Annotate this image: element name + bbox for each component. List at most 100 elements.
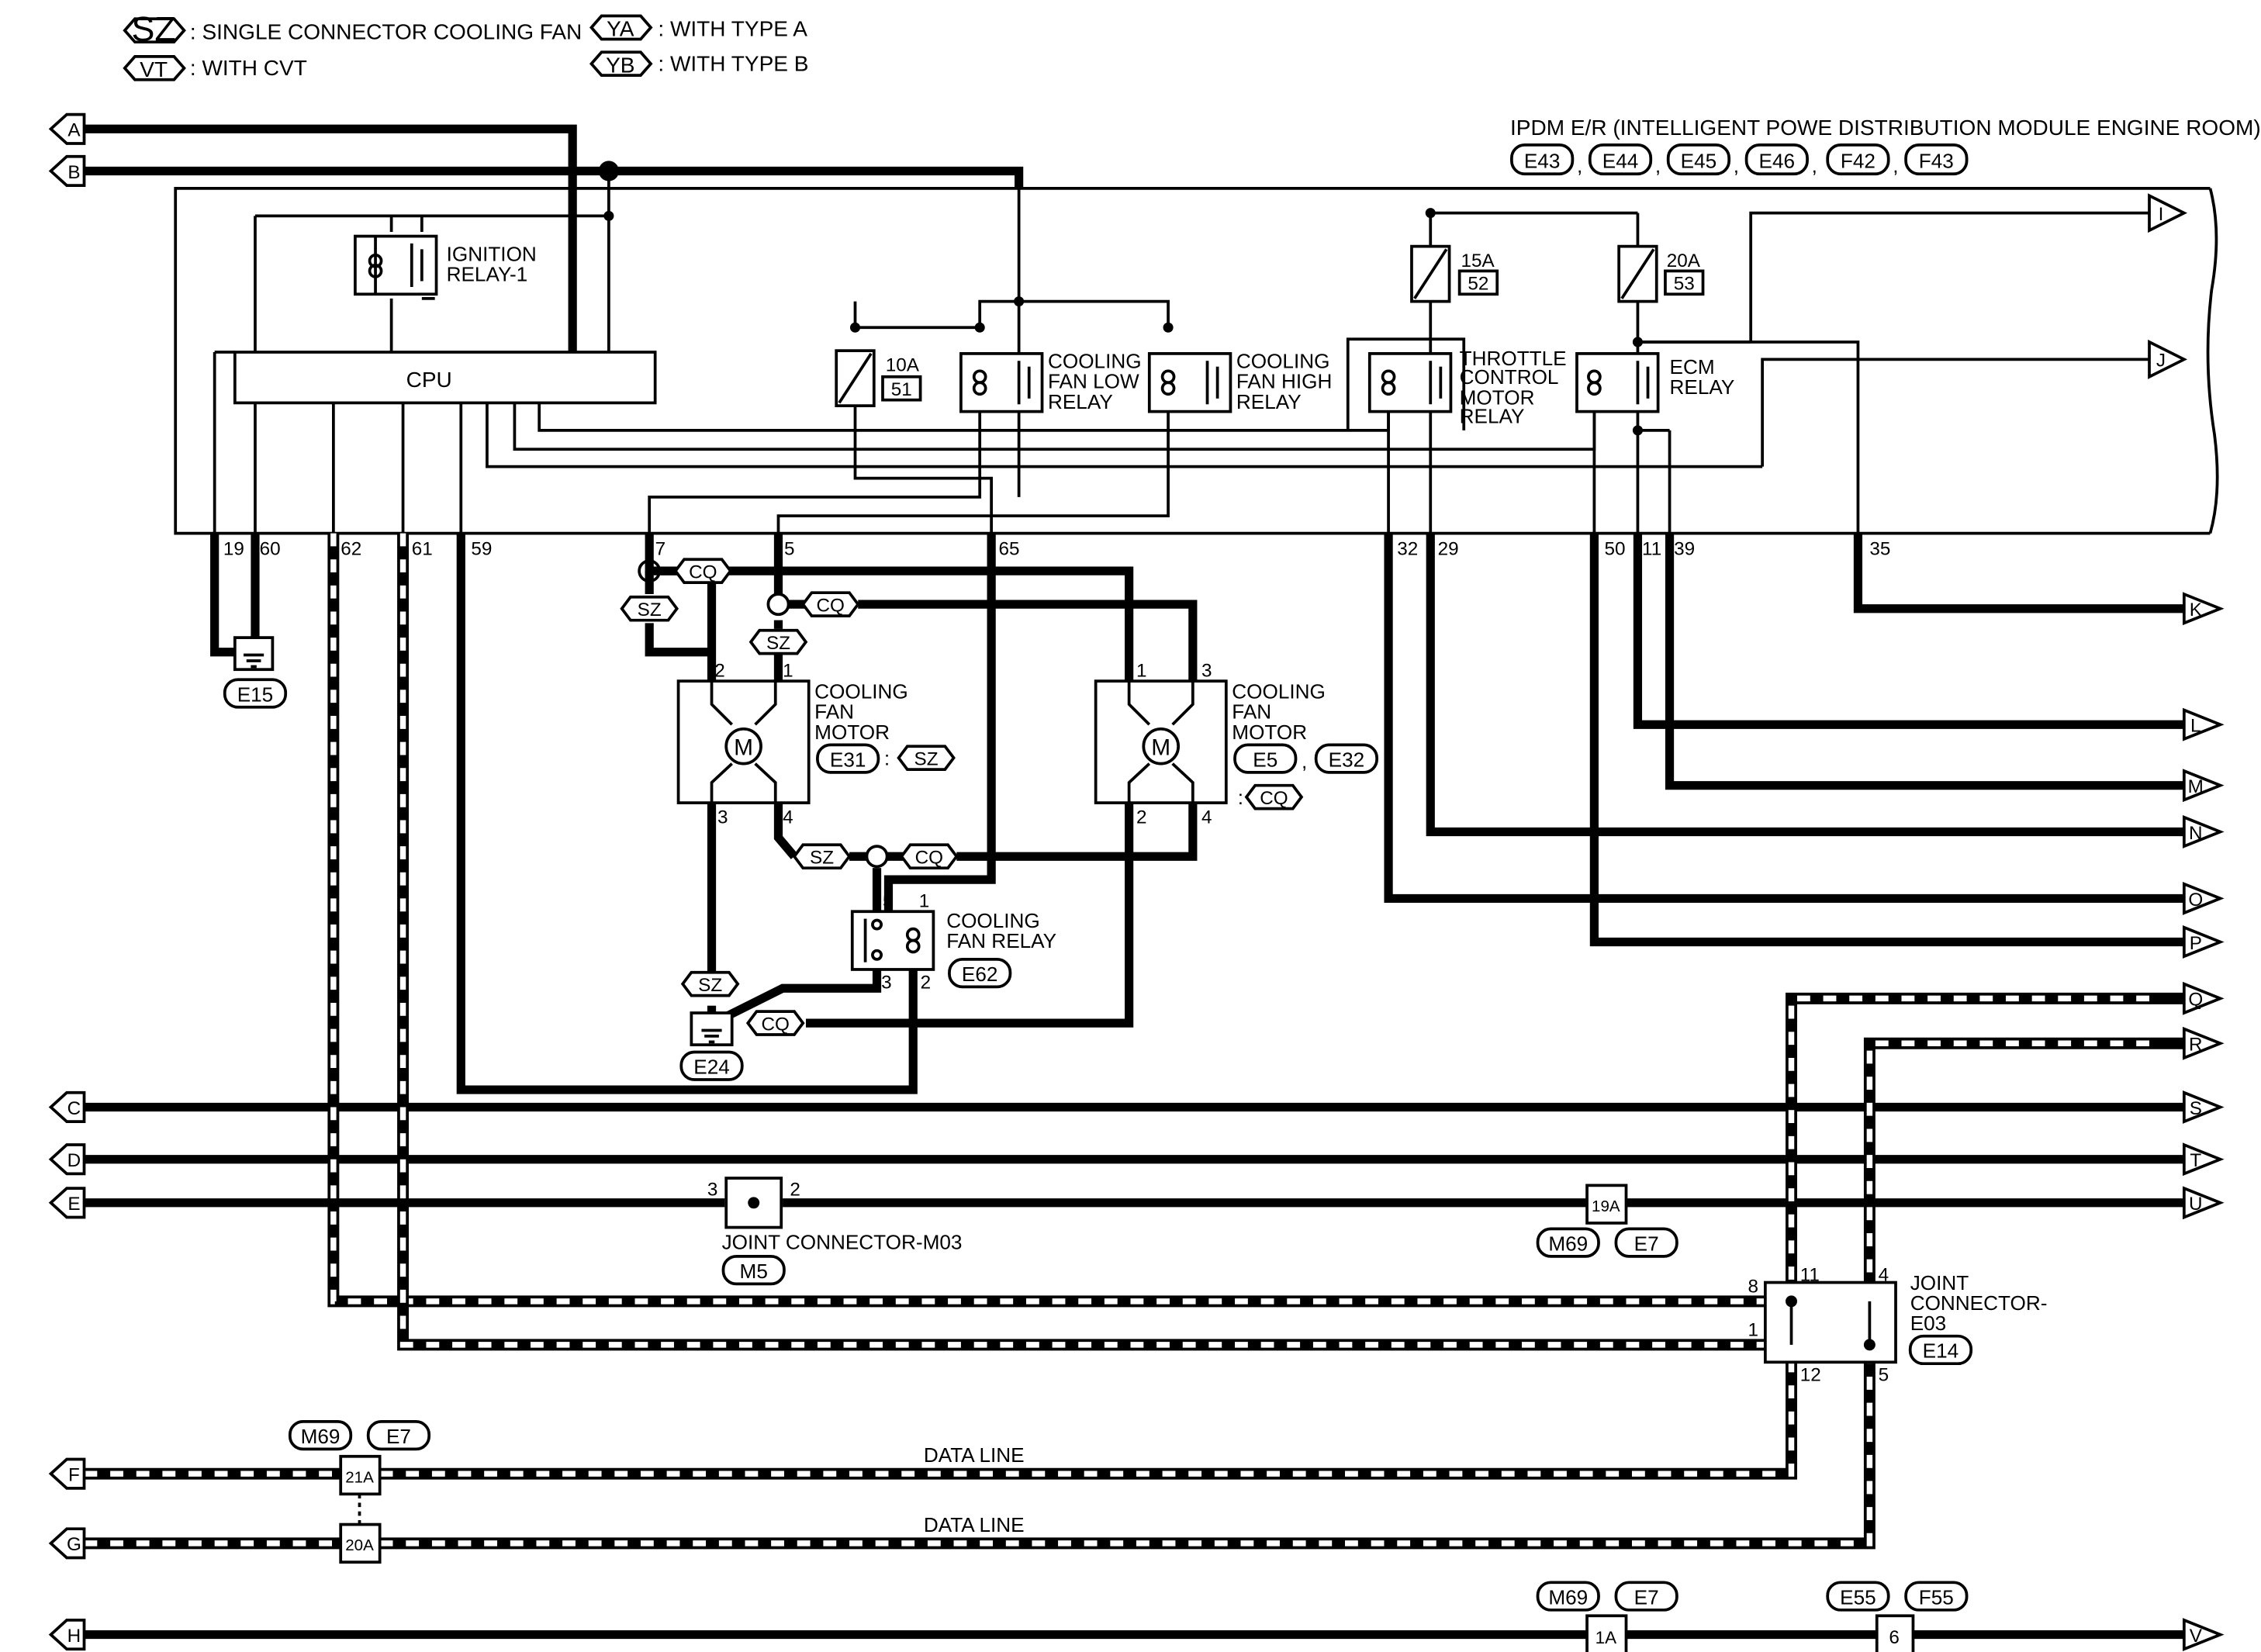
terminal-label: H bbox=[67, 1626, 81, 1647]
pin-number: 61 bbox=[412, 539, 433, 560]
pin-number: 5 bbox=[784, 539, 795, 560]
connector-id: E14 bbox=[1923, 1339, 1959, 1363]
relay-label: ECM bbox=[1670, 355, 1715, 378]
terminal-k: K bbox=[2182, 592, 2225, 626]
ipdm-connector-list: E43 , E44 , E45 , E46 , F42 , F43 bbox=[1510, 143, 1969, 177]
pin-number: 11 bbox=[1642, 539, 1661, 560]
inline-connector-19a: 19A M69 E7 bbox=[1536, 1184, 1678, 1258]
ground-e15: E15 bbox=[210, 533, 288, 709]
variant-tag: SZ bbox=[914, 749, 939, 770]
connector-id: E31 bbox=[830, 748, 866, 771]
cpu-label: CPU bbox=[406, 368, 452, 392]
terminal-label: D bbox=[67, 1150, 81, 1171]
motor-symbol: M bbox=[1151, 734, 1170, 760]
terminal-i: I bbox=[2148, 193, 2188, 233]
terminal-label: B bbox=[67, 162, 80, 183]
cq-tag: CQ bbox=[915, 848, 943, 869]
terminal-l: L bbox=[2182, 707, 2225, 741]
ipdm-title: IPDM E/R (INTELLIGENT POWE DISTRIBUTION … bbox=[1510, 116, 2261, 140]
connector-id: M69 bbox=[1548, 1585, 1588, 1609]
pin-number: 8 bbox=[1748, 1277, 1758, 1298]
cooling-fan-motor-1: M COOLING FAN MOTOR E31 : SZ 2 1 3 4 bbox=[676, 661, 956, 828]
relay-label: RELAY bbox=[1460, 405, 1525, 428]
cq-tag: CQ bbox=[689, 562, 717, 583]
relay-label: FAN RELAY bbox=[946, 929, 1056, 952]
relay-label: FAN HIGH bbox=[1236, 370, 1332, 393]
inline-connector-6: E55 F55 6 bbox=[1826, 1581, 1969, 1652]
fuse-20a-number: 53 bbox=[1674, 274, 1695, 295]
ignition-relay-label-1: IGNITION bbox=[447, 242, 537, 265]
terminal-label: T bbox=[2190, 1150, 2201, 1171]
terminal-label: U bbox=[2189, 1194, 2203, 1215]
pin-number: 39 bbox=[1674, 539, 1695, 560]
terminal-label: O bbox=[2188, 890, 2203, 911]
motor-label: FAN bbox=[1232, 700, 1271, 724]
connector-id: E7 bbox=[1634, 1232, 1659, 1255]
terminal-j: J bbox=[2148, 339, 2188, 379]
legend: SZ : SINGLE CONNECTOR COOLING FAN VT : W… bbox=[123, 9, 808, 81]
battery-wires bbox=[84, 124, 1024, 353]
ground-e24: E24 bbox=[679, 1011, 744, 1081]
terminal-m: M bbox=[2182, 769, 2225, 803]
sz-tag: SZ bbox=[698, 975, 722, 996]
pin-number: 29 bbox=[1438, 539, 1459, 560]
legend-yb-tag: YB bbox=[606, 53, 634, 77]
terminal-label: N bbox=[2189, 823, 2203, 844]
pin-number: 3 bbox=[717, 807, 728, 828]
relay-label: MOTOR bbox=[1460, 385, 1535, 409]
motor-label: COOLING bbox=[1232, 680, 1326, 703]
motor-label: FAN bbox=[814, 700, 854, 724]
inline-connector-1a: M69 E7 1A bbox=[1536, 1581, 1678, 1652]
terminal-s: S bbox=[2182, 1090, 2225, 1124]
fuse-10a-number: 51 bbox=[891, 379, 912, 400]
terminal-label: E bbox=[67, 1194, 80, 1215]
pin-number: 1 bbox=[783, 661, 793, 682]
cq-tag: CQ bbox=[817, 595, 845, 616]
fuse-20a-rating: 20A bbox=[1667, 251, 1701, 271]
terminal-label: P bbox=[2190, 933, 2202, 954]
pin-number: 19 bbox=[223, 539, 244, 560]
motor-label: MOTOR bbox=[1232, 721, 1307, 744]
pin-number: 32 bbox=[1397, 539, 1418, 560]
separator: , bbox=[1655, 154, 1661, 177]
pin-number: 59 bbox=[471, 539, 492, 560]
connector-id: E7 bbox=[1634, 1585, 1659, 1609]
terminal-h: H bbox=[48, 1619, 86, 1651]
pin-number: 2 bbox=[921, 972, 932, 993]
colon: : bbox=[1238, 786, 1243, 809]
terminal-label: C bbox=[67, 1098, 81, 1119]
terminal-label: Q bbox=[2188, 990, 2203, 1011]
data-line-label: DATA LINE bbox=[924, 1443, 1025, 1467]
motor-symbol: M bbox=[734, 734, 753, 760]
ipdm-pins: 19 60 62 61 59 7 5 65 32 29 50 11 39 35 bbox=[223, 539, 1891, 560]
ipdm-connector: F43 bbox=[1919, 150, 1954, 173]
relay-label: COOLING bbox=[1236, 350, 1330, 373]
terminal-label: L bbox=[2190, 716, 2201, 737]
legend-sz-text: : SINGLE CONNECTOR COOLING FAN bbox=[190, 19, 582, 43]
terminal-label: R bbox=[2189, 1035, 2203, 1056]
joint-connector-m03: 3 2 JOINT CONNECTOR-M03 M5 bbox=[707, 1177, 962, 1286]
terminal-t: T bbox=[2182, 1142, 2225, 1177]
legend-ya-tag: YA bbox=[607, 17, 634, 41]
connector-pin: 1A bbox=[1595, 1628, 1616, 1647]
throttle-control-motor-relay: THROTTLE CONTROL MOTOR RELAY bbox=[1367, 347, 1567, 428]
pin-number: 5 bbox=[883, 891, 894, 912]
cq-tag: CQ bbox=[762, 1014, 790, 1035]
terminal-label: M bbox=[2188, 776, 2204, 797]
separator: , bbox=[1734, 154, 1739, 177]
connector-id: E55 bbox=[1840, 1585, 1876, 1609]
terminal-label: K bbox=[2190, 600, 2202, 620]
ground-e15-label: E15 bbox=[237, 683, 274, 706]
terminal-label: F bbox=[68, 1465, 80, 1486]
ipdm-internal-wiring bbox=[213, 171, 2149, 534]
right-terminals: I J K L M N O P Q R S T U V bbox=[2148, 193, 2225, 1652]
connector-id: E5 bbox=[1253, 748, 1277, 771]
pin-number: 12 bbox=[1800, 1365, 1821, 1386]
relay-label: COOLING bbox=[946, 909, 1040, 932]
terminal-label: V bbox=[2190, 1626, 2203, 1647]
terminal-c: C bbox=[48, 1090, 86, 1124]
motor-label: MOTOR bbox=[814, 721, 890, 744]
fuse-10a-rating: 10A bbox=[886, 354, 920, 375]
sz-tag: SZ bbox=[766, 633, 790, 654]
